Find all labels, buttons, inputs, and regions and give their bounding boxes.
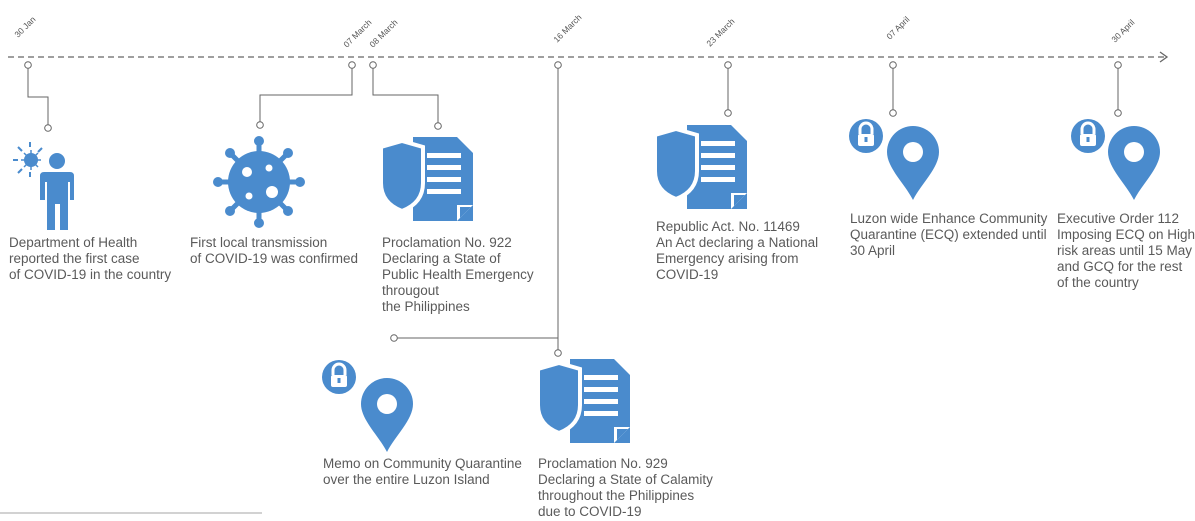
date-label-6: 07 April xyxy=(884,14,911,41)
arrow-right-icon xyxy=(1159,51,1169,63)
connectors xyxy=(27,66,1119,350)
lock-icon xyxy=(847,117,885,155)
person-icon xyxy=(13,142,74,230)
date-label-3: 08 March xyxy=(367,17,399,49)
lock-icon xyxy=(320,358,358,396)
connector-doh xyxy=(27,66,49,125)
document-icon xyxy=(536,357,632,445)
map-pin-icon xyxy=(887,126,939,200)
document-icon xyxy=(653,123,749,211)
map-pin-icon xyxy=(361,378,413,452)
date-label-5: 23 March xyxy=(704,16,736,48)
virus-icon xyxy=(213,136,305,228)
date-label-7: 30 April xyxy=(1109,17,1136,44)
connector-transmission xyxy=(259,66,353,122)
map-pin-icon xyxy=(1108,126,1160,200)
document-icon xyxy=(379,135,475,223)
connector-proc922 xyxy=(372,66,439,123)
connector-nodes xyxy=(24,61,1122,357)
date-label-4: 16 March xyxy=(551,12,583,44)
lock-icon xyxy=(1069,117,1107,155)
date-label-1: 30 Jan xyxy=(12,14,37,39)
